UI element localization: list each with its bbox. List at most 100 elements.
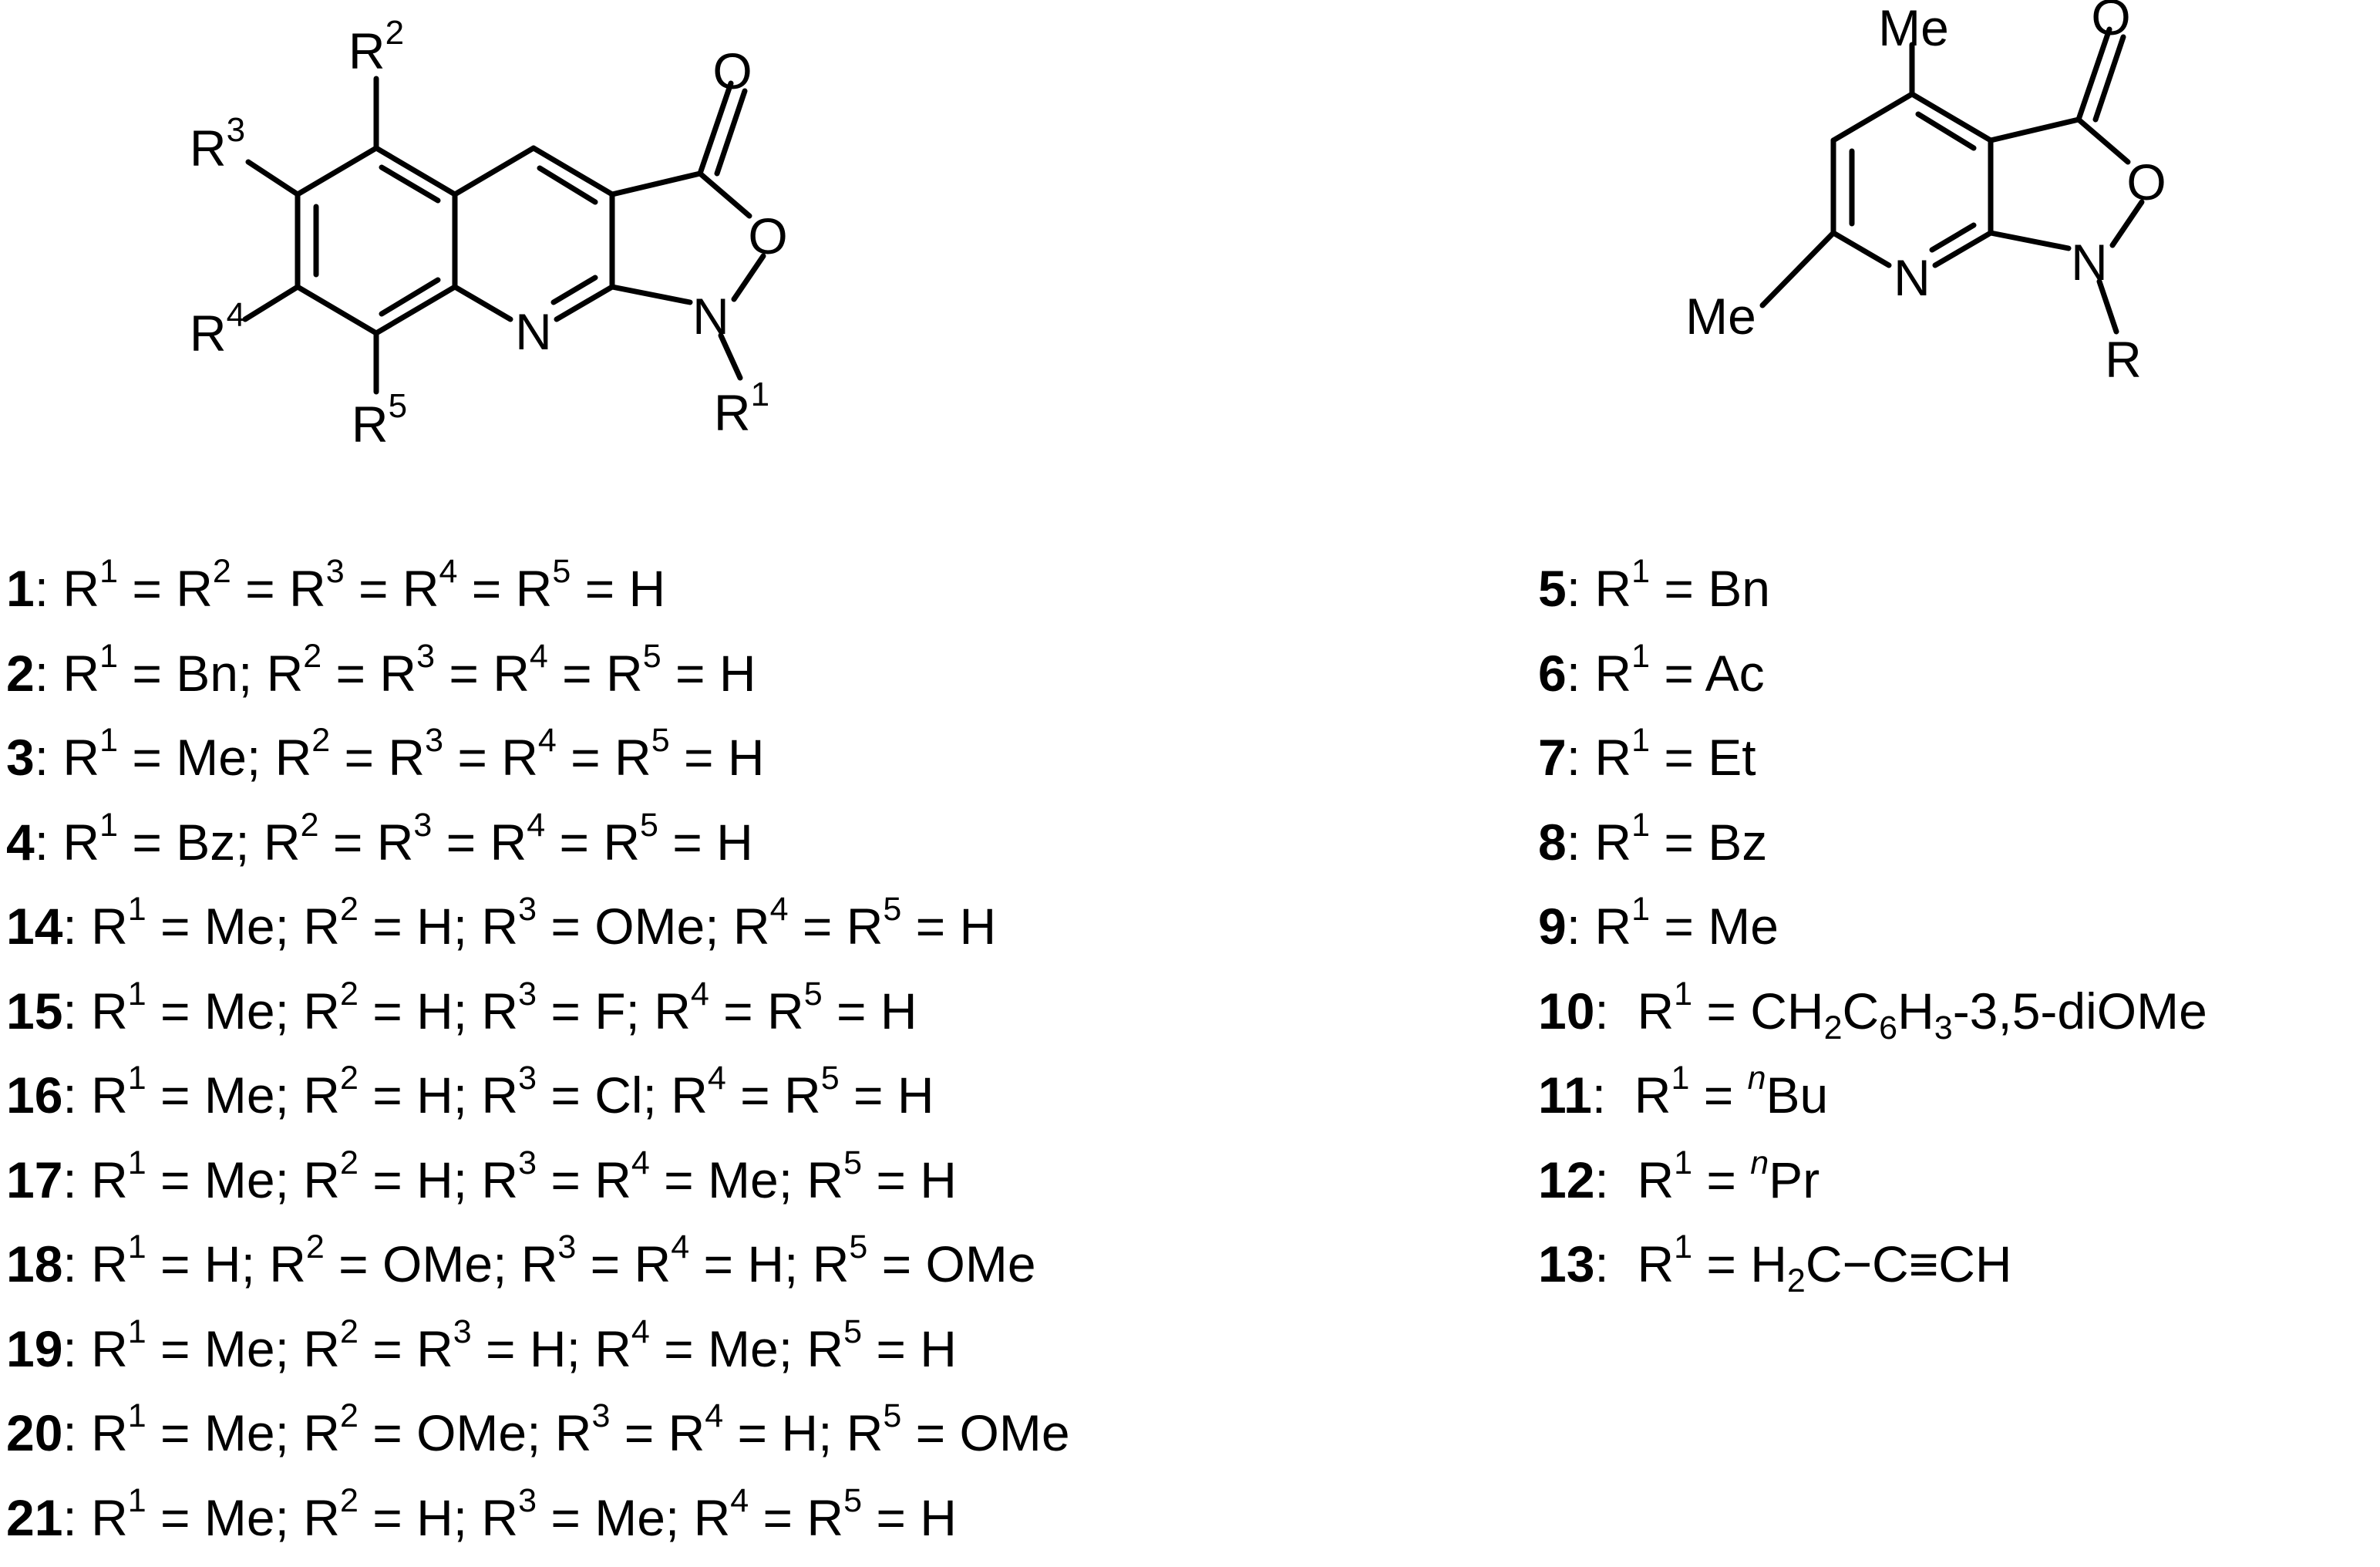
compound-separator: : <box>1567 645 1595 702</box>
r3-label: R3 <box>190 111 245 177</box>
compound-number: 9 <box>1538 898 1567 955</box>
compound-entry: 13: R1 = H2C−C≡CH <box>1538 1229 2207 1314</box>
compound-separator: : <box>62 1404 91 1461</box>
compound-number: 13 <box>1538 1235 1594 1292</box>
compound-entry: 14: R1 = Me; R2 = H; R3 = OMe; R4 = R5 =… <box>6 891 1070 976</box>
compound-entry: 3: R1 = Me; R2 = R3 = R4 = R5 = H <box>6 723 1070 807</box>
compound-separator: : <box>35 645 63 702</box>
compound-separator: : <box>1567 729 1595 786</box>
pyridine-scaffold-structure: Me Me O O N N R <box>1503 0 2380 478</box>
ring-nitrogen-label: N <box>2071 234 2108 291</box>
compound-substituents: R1 = Me; R2 = R3 = H; R4 = Me; R5 = H <box>91 1320 957 1377</box>
compound-entry: 1: R1 = R2 = R3 = R4 = R5 = H <box>6 554 1070 639</box>
compound-substituents: R1 = Me <box>1594 898 1779 955</box>
quinoline-scaffold-structure: O O N N R1 R2 R3 R4 R5 <box>0 0 925 478</box>
compound-entry: 21: R1 = Me; R2 = H; R3 = Me; R4 = R5 = … <box>6 1483 1070 1567</box>
methyl-left-label: Me <box>1685 288 1756 345</box>
compound-number: 17 <box>6 1151 62 1208</box>
compound-substituents: R1 = Bn; R2 = R3 = R4 = R5 = H <box>62 645 756 702</box>
compound-entry: 7: R1 = Et <box>1538 723 2207 807</box>
compound-number: 3 <box>6 729 35 786</box>
compound-separator: : <box>35 729 63 786</box>
compound-entry: 9: R1 = Me <box>1538 891 2207 976</box>
compound-number: 4 <box>6 814 35 871</box>
compound-substituents: R1 = Me; R2 = H; R3 = F; R4 = R5 = H <box>91 982 917 1040</box>
r2-label: R2 <box>348 14 404 80</box>
compound-separator: : <box>1592 1067 1621 1124</box>
compound-number: 11 <box>1538 1067 1592 1124</box>
scaffold-bonds <box>245 79 763 392</box>
pyridine-nitrogen-label: N <box>515 303 552 360</box>
compound-separator: : <box>62 898 91 955</box>
methyl-top-label: Me <box>1878 0 1949 56</box>
compound-substituents: R1 = Bz <box>1594 814 1767 871</box>
compound-substituents: R1 = Et <box>1594 729 1756 786</box>
compound-substituents: R1 = R2 = R3 = R4 = R5 = H <box>62 560 665 617</box>
compound-entry: 4: R1 = Bz; R2 = R3 = R4 = R5 = H <box>6 807 1070 892</box>
compound-entry: 10: R1 = CH2C6H3-3,5-diOMe <box>1538 976 2207 1061</box>
compound-entry: 12: R1 = nPr <box>1538 1145 2207 1230</box>
compound-number: 10 <box>1538 982 1594 1040</box>
compound-number: 16 <box>6 1067 62 1124</box>
compound-number: 18 <box>6 1235 62 1292</box>
compound-substituents: R1 = Me; R2 = H; R3 = Cl; R4 = R5 = H <box>91 1067 934 1124</box>
compound-separator: : <box>35 814 63 871</box>
compound-number: 12 <box>1538 1151 1594 1208</box>
carbonyl-oxygen-label: O <box>2091 0 2130 45</box>
compound-number: 7 <box>1538 729 1567 786</box>
compound-number: 21 <box>6 1489 62 1546</box>
compound-substituents: R1 = Bn <box>1594 560 1770 617</box>
compound-entry: 18: R1 = H; R2 = OMe; R3 = R4 = H; R5 = … <box>6 1229 1070 1314</box>
compound-entry: 16: R1 = Me; R2 = H; R3 = Cl; R4 = R5 = … <box>6 1060 1070 1145</box>
compound-separator: : <box>62 1235 91 1292</box>
compound-substituents: R1 = CH2C6H3-3,5-diOMe <box>1623 982 2207 1040</box>
compound-substituents: R1 = H2C−C≡CH <box>1623 1235 2011 1292</box>
compound-separator: : <box>62 1489 91 1546</box>
compound-separator: : <box>62 1151 91 1208</box>
compound-entry: 8: R1 = Bz <box>1538 807 2207 892</box>
compound-entry: 6: R1 = Ac <box>1538 639 2207 723</box>
compound-substituents: R1 = Me; R2 = OMe; R3 = R4 = H; R5 = OMe <box>91 1404 1069 1461</box>
compound-number: 5 <box>1538 560 1567 617</box>
compound-entry: 11: R1 = nBu <box>1538 1060 2207 1145</box>
compound-separator: : <box>1594 1235 1623 1292</box>
compound-number: 14 <box>6 898 62 955</box>
compound-separator: : <box>1567 898 1595 955</box>
ring-oxygen-label: O <box>748 207 787 265</box>
compound-substituents: R1 = Bz; R2 = R3 = R4 = R5 = H <box>62 814 752 871</box>
compound-number: 2 <box>6 645 35 702</box>
compound-separator: : <box>1567 814 1595 871</box>
compound-number: 1 <box>6 560 35 617</box>
compound-number: 20 <box>6 1404 62 1461</box>
compound-entry: 19: R1 = Me; R2 = R3 = H; R4 = Me; R5 = … <box>6 1314 1070 1399</box>
compound-substituents: R1 = Me; R2 = R3 = R4 = R5 = H <box>62 729 764 786</box>
compound-entry: 5: R1 = Bn <box>1538 554 2207 639</box>
compound-number: 19 <box>6 1320 62 1377</box>
compound-entry: 2: R1 = Bn; R2 = R3 = R4 = R5 = H <box>6 639 1070 723</box>
compound-number: 6 <box>1538 645 1567 702</box>
compound-separator: : <box>62 1067 91 1124</box>
compound-separator: : <box>62 1320 91 1377</box>
pyridine-nitrogen-label: N <box>1894 249 1931 306</box>
compound-entry: 15: R1 = Me; R2 = H; R3 = F; R4 = R5 = H <box>6 976 1070 1061</box>
compound-substituents: R1 = nBu <box>1620 1067 1828 1124</box>
compound-substituents: R1 = Ac <box>1594 645 1764 702</box>
compound-substituents: R1 = Me; R2 = H; R3 = R4 = Me; R5 = H <box>91 1151 957 1208</box>
compound-substituents: R1 = Me; R2 = H; R3 = Me; R4 = R5 = H <box>91 1489 957 1546</box>
r-label: R <box>2105 331 2142 388</box>
r1-label: R1 <box>714 376 769 442</box>
carbonyl-oxygen-label: O <box>712 42 752 99</box>
r4-label: R4 <box>190 296 245 362</box>
compound-substituents: R1 = nPr <box>1623 1151 1820 1208</box>
compound-substituents: R1 = H; R2 = OMe; R3 = R4 = H; R5 = OMe <box>91 1235 1035 1292</box>
compound-entry: 20: R1 = Me; R2 = OMe; R3 = R4 = H; R5 =… <box>6 1398 1070 1483</box>
compound-separator: : <box>1594 982 1623 1040</box>
compound-substituents: R1 = Me; R2 = H; R3 = OMe; R4 = R5 = H <box>91 898 996 955</box>
compound-number: 8 <box>1538 814 1567 871</box>
compound-separator: : <box>1567 560 1595 617</box>
ring-oxygen-label: O <box>2126 153 2166 211</box>
compound-number: 15 <box>6 982 62 1040</box>
compound-separator: : <box>1594 1151 1623 1208</box>
